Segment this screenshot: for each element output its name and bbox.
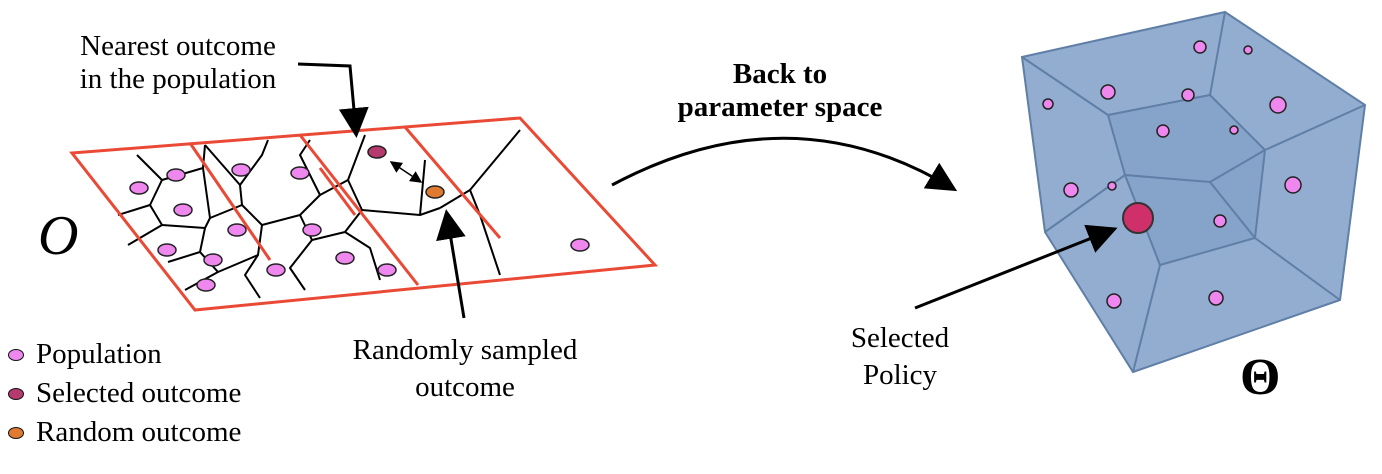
population-dot: [302, 223, 322, 237]
legend: Population Selected outcome Random outco…: [8, 338, 241, 449]
back-to-parameter-space-arrow: [611, 136, 958, 192]
legend-label: Population: [36, 338, 162, 370]
population-dot: [1106, 293, 1122, 309]
population-dot: [227, 223, 247, 237]
population-dot: [1269, 96, 1287, 114]
back-line-1: Back to: [732, 58, 828, 90]
selected-outcome-dot: [367, 145, 387, 159]
population-dots: [129, 163, 590, 292]
legend-label: Selected outcome: [36, 377, 242, 409]
population-dot: [1042, 98, 1054, 110]
nearest-outcome-line-2: in the population: [79, 63, 277, 95]
nearest-outcome-line-1: Nearest outcome: [80, 30, 276, 62]
legend-label: Random outcome: [36, 416, 242, 448]
random-outcome-pointer: [436, 209, 466, 319]
population-dot: [570, 238, 590, 252]
population-swatch-icon: [8, 348, 24, 361]
nearest-outcome-label: Nearest outcome in the population: [58, 32, 298, 94]
population-dot: [1100, 84, 1116, 100]
random-outcome-dot: [425, 185, 445, 199]
selected-outcome-swatch-icon: [8, 387, 24, 400]
population-dot: [1156, 124, 1170, 138]
distance-arrow: [389, 161, 423, 183]
selected-line-2: Policy: [862, 359, 938, 391]
legend-item-population: Population: [8, 338, 241, 371]
randomly-sampled-label: Randomly sampled outcome: [320, 336, 610, 402]
random-line-2: outcome: [415, 371, 515, 403]
population-dot: [1107, 181, 1117, 191]
outcome-grid-border: [69, 116, 659, 312]
population-dot: [166, 168, 186, 182]
population-dot: [290, 166, 310, 180]
selected-policy-dot: [1122, 202, 1154, 234]
population-dot: [231, 163, 251, 177]
population-dot: [266, 263, 286, 277]
outcome-space-plane: [69, 116, 659, 312]
population-dot: [1063, 182, 1079, 198]
population-dot: [335, 251, 355, 265]
legend-item-random-outcome: Random outcome: [8, 416, 241, 449]
selected-line-1: Selected: [850, 322, 950, 354]
population-dot: [203, 253, 223, 267]
population-dot: [1181, 88, 1195, 102]
population-dot: [1243, 45, 1253, 55]
parameter-space-symbol: Θ: [1240, 349, 1281, 406]
population-dot: [157, 243, 177, 257]
random-outcome-swatch-icon: [8, 426, 24, 439]
population-dot: [173, 203, 193, 217]
population-dot: [1213, 214, 1227, 228]
population-dot: [1208, 290, 1224, 306]
legend-item-selected-outcome: Selected outcome: [8, 377, 241, 410]
outcome-grid-lines: [188, 126, 502, 286]
back-line-2: parameter space: [677, 91, 883, 123]
back-to-parameter-space-label: Back to parameter space: [640, 60, 920, 122]
population-dot: [1284, 176, 1302, 194]
population-dot: [129, 181, 149, 195]
selected-policy-pointer: [914, 224, 1118, 310]
population-dot: [196, 278, 216, 292]
cube-population-dots: [1042, 40, 1302, 309]
parameter-space-cube: [1020, 10, 1367, 374]
population-dot: [1229, 125, 1239, 135]
outcome-space-symbol: O: [38, 205, 79, 267]
population-dot: [1193, 40, 1207, 54]
nearest-outcome-pointer: [297, 62, 369, 138]
random-line-1: Randomly sampled: [352, 334, 578, 366]
population-dot: [377, 263, 397, 277]
selected-policy-label: Selected Policy: [820, 324, 980, 390]
